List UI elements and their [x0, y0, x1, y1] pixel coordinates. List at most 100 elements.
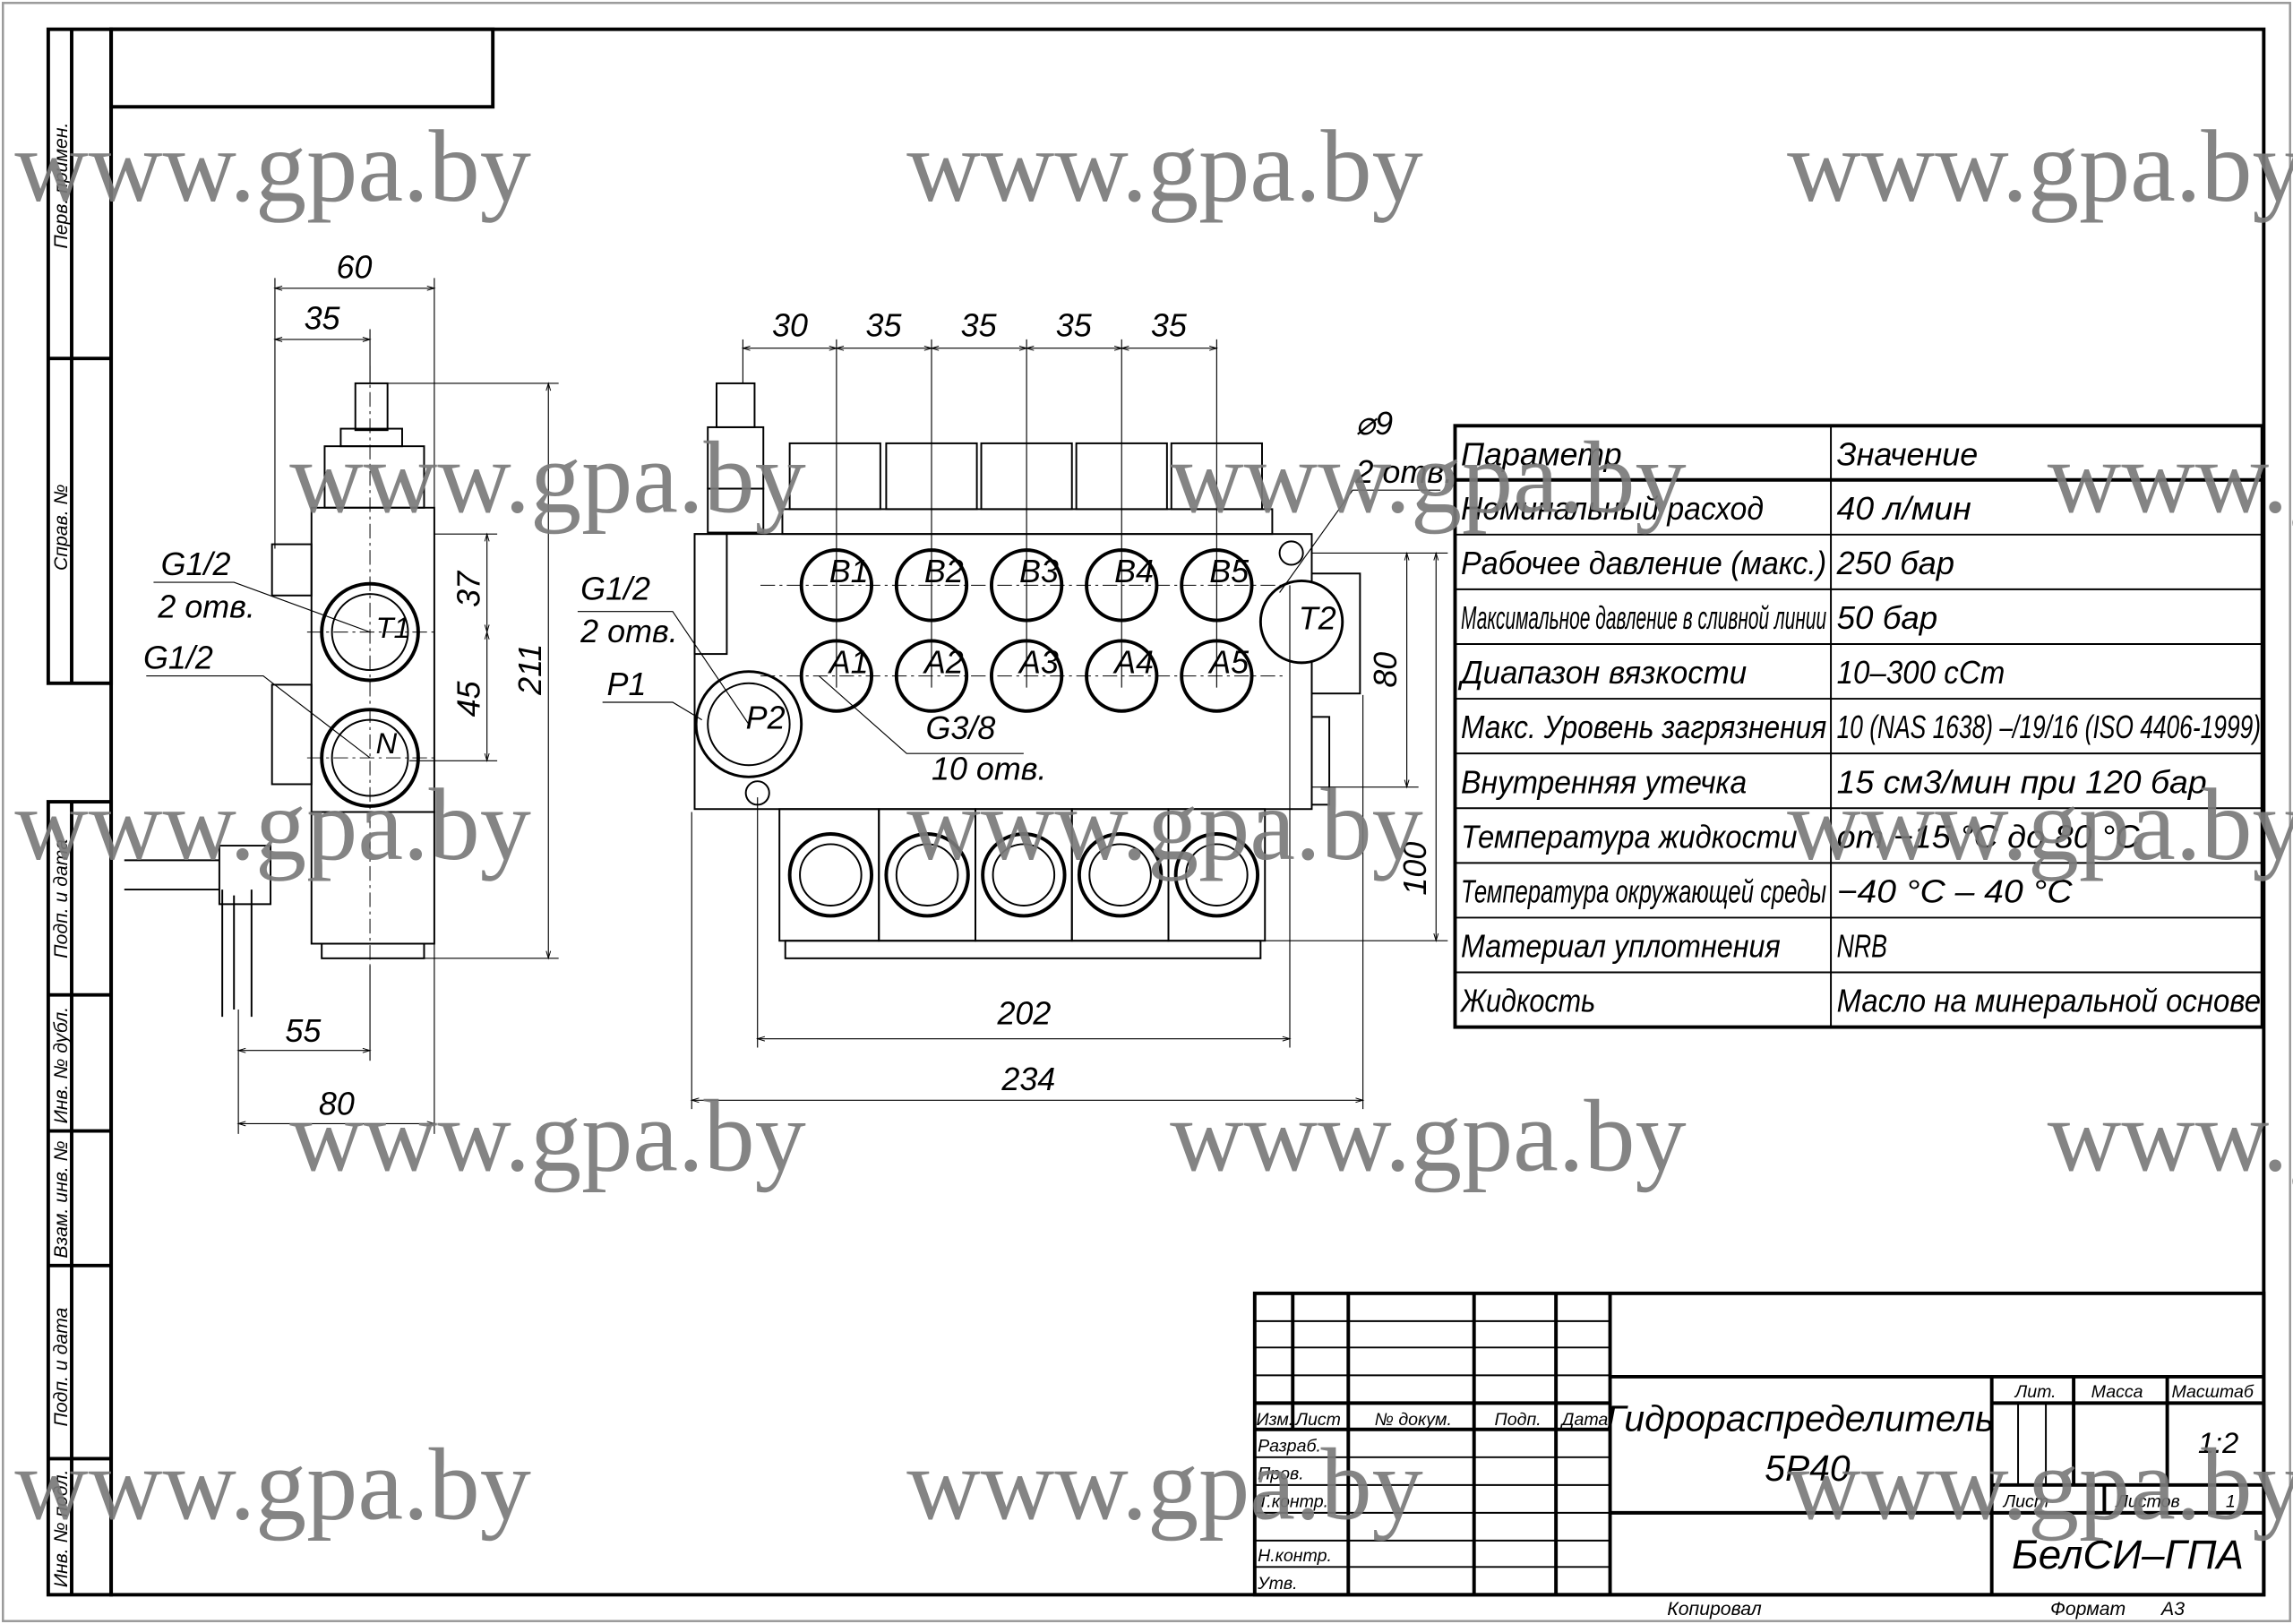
param-name: Температура жидкости [1461, 818, 1798, 855]
watermark: www.gpa.by [906, 109, 1423, 223]
port-a2-label: A2 [923, 643, 964, 680]
dim-55: 55 [285, 1012, 322, 1049]
param-value: 15 см3/мин при 120 бар [1837, 763, 2207, 800]
scale-value: 1:2 [2198, 1426, 2238, 1459]
port-t2-label: T2 [1299, 599, 1336, 636]
port-a5-label: A5 [1207, 643, 1250, 680]
col-header: Лист [1294, 1410, 1341, 1430]
role-label: Разраб. [1258, 1436, 1321, 1456]
watermark: www.gpa.by [14, 768, 531, 881]
port-t1-label: T1 [376, 611, 410, 644]
watermark: www.gpa.by [1787, 1427, 2293, 1541]
param-value: 40 л/мин [1837, 490, 1971, 527]
param-name: Диапазон вязкости [1457, 654, 1747, 691]
watermark: www.gpa.by [14, 109, 531, 223]
lit-label: Лит. [2014, 1382, 2057, 1402]
strip-label: Подп. и дата [51, 839, 72, 958]
drawing-title: Гидрораспределитель [1606, 1397, 1995, 1439]
dim-80: 80 [319, 1086, 355, 1122]
strip-label: Взам. инв. № [51, 1140, 72, 1258]
param-value: 10–300 сСт [1837, 654, 2005, 691]
watermark: www.gpa.by [1170, 421, 1687, 535]
copied-label: Копировал [1667, 1599, 1762, 1620]
dim-211: 211 [511, 644, 548, 696]
param-value: 50 бар [1837, 599, 1938, 636]
col-header: Дата [1560, 1410, 1609, 1430]
drawing-code: 5P40 [1765, 1448, 1851, 1489]
mass-label: Масса [2091, 1382, 2143, 1402]
label-g12: G1/2 [143, 639, 213, 675]
param-value: от −15 °С до 80 °С [1837, 818, 2141, 855]
sheet-label: Лист [2002, 1491, 2048, 1511]
param-name: Макс. Уровень загрязнения [1461, 709, 1826, 745]
strip-label: Справ. № [51, 485, 72, 571]
dim-pitch: 35 [961, 307, 998, 344]
dim-234: 234 [1001, 1061, 1055, 1097]
label-10-holes: 10 отв. [932, 751, 1046, 787]
watermark: www.gpa.by [906, 768, 1423, 881]
dim-45: 45 [451, 680, 487, 717]
param-value: −40 °С – 40 °С [1837, 872, 2074, 909]
role-label: Пров. [1258, 1464, 1304, 1483]
watermark: www.gpa.by [2048, 421, 2293, 535]
scale-label: Масштаб [2171, 1382, 2254, 1402]
role-label: Утв. [1257, 1574, 1297, 1594]
front-view: B1 B2 B3 B4 B5 A1 A2 A3 A4 A5 T2 P2 30 3… [577, 307, 1453, 1110]
spec-table: Параметр Значение Номинальный расход 40 л… [1453, 424, 2264, 1029]
port-a4-label: A4 [1112, 643, 1154, 680]
port-b3-label: B3 [1019, 553, 1059, 589]
dim-100: 100 [1396, 842, 1433, 896]
watermark: www.gpa.by [2048, 1079, 2293, 1193]
label-g12-front: G1/2 [580, 571, 650, 607]
watermarks: www.gpa.by www.gpa.by www.gpa.by www.gpa… [14, 109, 2293, 1542]
watermark: www.gpa.by [14, 1427, 531, 1541]
param-name: Номинальный расход [1461, 490, 1764, 527]
dim-pitch: 35 [1151, 307, 1188, 344]
side-view: 60 35 211 37 45 55 80 G1/2 2 отв. G1/2 T… [124, 248, 559, 1134]
dim-202: 202 [996, 994, 1051, 1031]
col-header: Подп. [1495, 1410, 1542, 1430]
port-a1-label: A1 [828, 643, 869, 680]
dim-pitch: 35 [1056, 307, 1093, 344]
dim-80: 80 [1367, 652, 1404, 688]
watermark: www.gpa.by [1787, 768, 2293, 881]
param-name: Рабочее давление (макс.) [1461, 545, 1826, 581]
strip-label: Инв. № дубл. [51, 1007, 72, 1124]
sheets-count: 1 [2226, 1491, 2236, 1511]
port-b5-label: B5 [1209, 553, 1250, 589]
table-header: Параметр [1461, 435, 1622, 472]
param-name: Жидкость [1459, 983, 1595, 1019]
watermark: www.gpa.by [289, 421, 806, 535]
role-label: Т.контр. [1258, 1491, 1328, 1511]
side-strip: Перв. примен. Справ. № Подп. и дата Инв.… [46, 27, 114, 1597]
param-name: Материал уплотнения [1461, 928, 1781, 965]
role-label: Н.контр. [1258, 1546, 1332, 1566]
port-b1-label: B1 [829, 553, 869, 589]
title-block: Изм. Лист № докум. Подп. Дата Разраб. Пр… [1252, 1291, 2266, 1620]
label-phi9-holes: 2 отв. [1354, 453, 1453, 490]
strip-label: Перв. примен. [51, 123, 72, 249]
dim-pitch: 35 [866, 307, 903, 344]
label-g38: G3/8 [925, 709, 995, 746]
watermark: www.gpa.by [1170, 1079, 1687, 1193]
label-2-holes-front: 2 отв. [580, 613, 678, 649]
format-label: Формат [2050, 1599, 2126, 1620]
col-header: Изм. [1256, 1410, 1293, 1430]
format-value: A3 [2160, 1599, 2185, 1620]
top-left-box [109, 27, 495, 109]
param-value: NRB [1837, 928, 1887, 965]
port-b4-label: B4 [1114, 553, 1154, 589]
strip-label: Инв. № подл. [51, 1469, 72, 1587]
watermark: www.gpa.by [1787, 109, 2293, 223]
company-name: БелСИ–ГПА [2012, 1532, 2244, 1577]
label-phi9: ⌀9 [1355, 405, 1393, 442]
watermark: www.gpa.by [906, 1427, 1423, 1541]
param-name: Температура окружающей среды [1461, 872, 1826, 909]
dim-37: 37 [451, 570, 487, 607]
strip-label: Подп. и дата [51, 1307, 72, 1426]
table-header: Значение [1837, 435, 1979, 472]
port-b2-label: B2 [924, 553, 964, 589]
param-value: Масло на минеральной основе [1837, 983, 2261, 1019]
